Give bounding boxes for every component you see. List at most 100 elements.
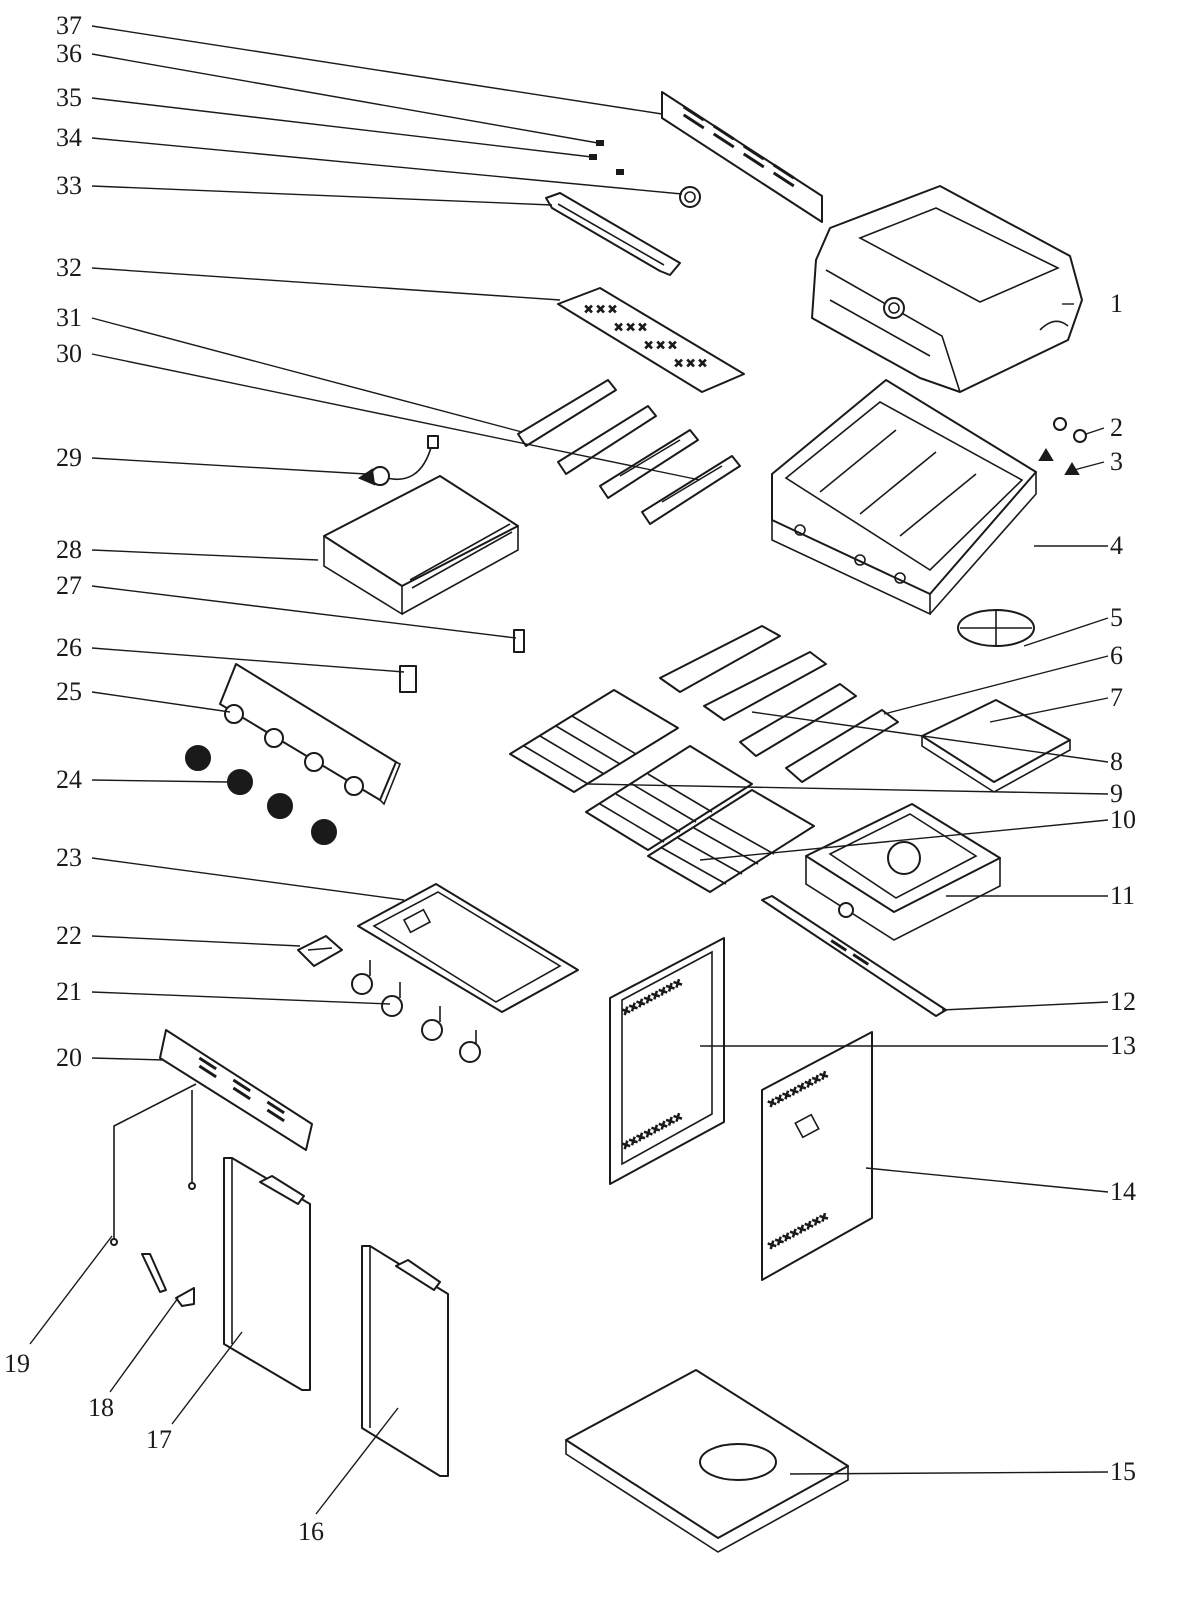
leader-26 <box>91 647 405 673</box>
part-burner-tubes <box>517 379 741 525</box>
callout-10: 10 <box>1110 805 1136 834</box>
part-cooking-grate-3 <box>647 789 815 893</box>
leader-9 <box>587 783 1109 795</box>
part-cart-side-panel-left: ✕✕✕✕✕✕✕✕ ✕✕✕✕✕✕✕✕ <box>609 937 725 1185</box>
leader-3 <box>1073 461 1105 471</box>
leader-27 <box>91 585 517 639</box>
callout-22: 22 <box>56 921 82 950</box>
part-bracket-26 <box>399 665 417 693</box>
svg-text:✕ ✕ ✕: ✕ ✕ ✕ <box>584 304 617 316</box>
callout-34: 34 <box>56 123 82 152</box>
part-knob-2a <box>1053 417 1067 431</box>
vent-slots <box>682 105 795 188</box>
callout-8: 8 <box>1110 747 1123 776</box>
leader-12 <box>941 1001 1109 1011</box>
leader-18 <box>109 1297 179 1393</box>
callout-37: 37 <box>56 11 82 40</box>
callout-9: 9 <box>1110 779 1123 808</box>
callout-19: 19 <box>4 1349 30 1378</box>
callout-1: 1 <box>1110 289 1123 318</box>
callout-18: 18 <box>88 1393 114 1422</box>
callout-5: 5 <box>1110 603 1123 632</box>
leader-31 <box>91 317 523 433</box>
grate-bars <box>523 715 775 885</box>
part-side-burner-grate <box>957 609 1035 647</box>
callout-36: 36 <box>56 39 82 68</box>
part-burner-tube-4 <box>641 455 741 525</box>
callout-31: 31 <box>56 303 82 332</box>
leader-7 <box>989 697 1109 723</box>
part-lid-handle <box>545 192 681 276</box>
leader-37 <box>91 25 663 115</box>
part-burner-tube-3 <box>599 429 699 499</box>
part-small-knobs <box>1038 417 1087 475</box>
leader-5 <box>1023 617 1109 647</box>
svg-text:✕ ✕ ✕: ✕ ✕ ✕ <box>674 358 707 370</box>
part-cart-side-panel-right: ✕✕✕✕✕✕✕✕ ✕✕✕✕✕✕✕✕ <box>761 1031 873 1281</box>
part-housing-top <box>323 475 519 616</box>
callout-11: 11 <box>1110 881 1135 910</box>
callout-26: 26 <box>56 633 82 662</box>
callout-labels: 37 36 35 34 33 32 31 30 29 28 27 26 25 2… <box>4 11 1136 1546</box>
leader-15 <box>789 1471 1109 1475</box>
leader-6 <box>883 655 1109 715</box>
part-bracket-27 <box>513 629 525 653</box>
leader-20 <box>91 1057 165 1061</box>
callout-27: 27 <box>56 571 82 600</box>
leader-33 <box>91 185 553 206</box>
callout-7: 7 <box>1110 683 1123 712</box>
leader-2 <box>1085 427 1105 435</box>
leader-30 <box>91 353 701 481</box>
callout-32: 32 <box>56 253 82 282</box>
rack-holes: ✕ ✕ ✕ ✕ ✕ ✕ ✕ ✕ ✕ ✕ ✕ ✕ <box>583 303 708 371</box>
leader-25 <box>91 691 231 713</box>
callout-15: 15 <box>1110 1457 1136 1486</box>
leader-32 <box>91 267 561 301</box>
part-firebox <box>771 379 1037 616</box>
leader-34 <box>91 137 683 195</box>
part-hinge-rods <box>110 1083 197 1246</box>
part-burner-tube-2 <box>557 405 657 475</box>
callout-16: 16 <box>298 1517 324 1546</box>
part-small-brackets <box>399 629 525 693</box>
leader-28 <box>91 549 319 561</box>
svg-text:✕ ✕ ✕: ✕ ✕ ✕ <box>614 322 647 334</box>
part-thermometer <box>679 186 701 208</box>
leader-21 <box>91 991 391 1005</box>
leader-lines <box>29 25 1109 1515</box>
callout-23: 23 <box>56 843 82 872</box>
part-grease-cup <box>297 935 343 967</box>
leader-24 <box>91 779 229 783</box>
part-knob-3a <box>1038 448 1054 461</box>
part-lid <box>811 185 1083 393</box>
callout-2: 2 <box>1110 413 1123 442</box>
callout-25: 25 <box>56 677 82 706</box>
part-control-knobs <box>185 745 337 845</box>
leader-29 <box>91 457 367 475</box>
part-cooking-grates <box>509 689 815 893</box>
callout-13: 13 <box>1110 1031 1136 1060</box>
callout-20: 20 <box>56 1043 82 1072</box>
leader-36 <box>91 53 599 144</box>
leader-19 <box>29 1235 113 1345</box>
part-manifold <box>357 435 439 486</box>
leader-17 <box>171 1331 243 1425</box>
part-cooking-grate-2 <box>585 745 753 851</box>
part-warming-rack: ✕ ✕ ✕ ✕ ✕ ✕ ✕ ✕ ✕ ✕ ✕ ✕ <box>557 287 745 393</box>
callout-30: 30 <box>56 339 82 368</box>
callout-28: 28 <box>56 535 82 564</box>
leader-14 <box>865 1167 1109 1193</box>
part-bottom-shelf <box>565 1369 849 1553</box>
callout-33: 33 <box>56 171 82 200</box>
part-front-vent-panel <box>159 1029 313 1151</box>
part-door-hinges <box>141 1253 195 1307</box>
part-knob-2b <box>1073 429 1087 443</box>
svg-text:✕ ✕ ✕: ✕ ✕ ✕ <box>644 340 677 352</box>
callout-6: 6 <box>1110 641 1123 670</box>
leader-23 <box>91 857 405 901</box>
callout-21: 21 <box>56 977 82 1006</box>
part-knob-3b <box>1064 462 1080 475</box>
part-rear-vent-panel <box>661 91 823 223</box>
callout-14: 14 <box>1110 1177 1136 1206</box>
leader-8 <box>751 711 1109 763</box>
